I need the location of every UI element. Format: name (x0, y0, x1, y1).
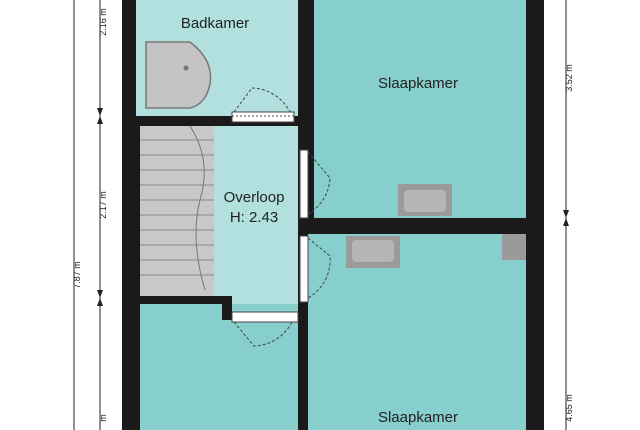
sink-icon (346, 236, 400, 268)
dimension-left-segment-3: m (98, 414, 108, 422)
dimension-right-segment-2: 4.65 m (564, 394, 574, 422)
dimension-left-segment-1: 2.16 m (98, 8, 108, 36)
bathroom-label: Badkamer (181, 15, 249, 32)
staircase-icon (140, 125, 214, 291)
dimension-left-total: 7.87 m (72, 261, 82, 289)
shower-tray-icon (145, 41, 212, 109)
dimension-left-segment-2: 2.17 m (98, 191, 108, 219)
sink-icon (398, 184, 452, 216)
landing-height-label: H: 2.43 (230, 209, 278, 226)
room-bottom-left (140, 304, 298, 430)
landing (214, 126, 298, 310)
bedroom-top-label: Slaapkamer (378, 75, 458, 92)
landing-label: Overloop (224, 189, 285, 206)
shaft (502, 234, 526, 260)
door-swing-icon (231, 87, 331, 347)
bedroom-top (314, 0, 526, 218)
dimension-right-segment-1: 3.52 m (564, 64, 574, 92)
bedroom-bottom-label: Slaapkamer (378, 409, 458, 426)
interior-walls (136, 0, 544, 430)
bedroom-bottom (308, 234, 526, 430)
stairs-area (140, 126, 214, 296)
dimension-lines-left (73, 0, 101, 430)
